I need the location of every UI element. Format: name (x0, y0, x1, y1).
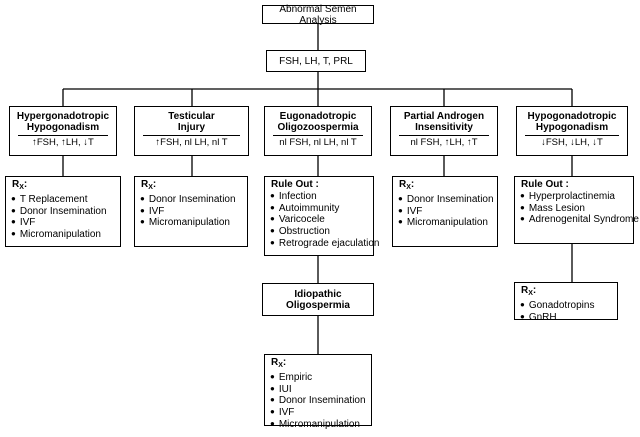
treatment-list: Gonadotropins GnRH (515, 300, 617, 323)
rx-label: RX: (12, 179, 28, 191)
list-item: Micromanipulation (11, 229, 120, 241)
root-box: Abnormal Semen Analysis (262, 3, 374, 26)
treatment-box-partial-androgen: RX: Donor Insemination IVF Micromanipula… (392, 176, 498, 247)
list-item: Obstruction (270, 226, 373, 238)
list-item: IUI (270, 384, 371, 396)
list-item: IVF (270, 407, 371, 419)
hormone-profile: ↓FSH, ↓LH, ↓T (525, 135, 619, 148)
list-item: Gonadotropins (520, 300, 617, 312)
list-item: IVF (398, 206, 497, 218)
ruleout-list: Hyperprolactinemia Mass Lesion Adrenogen… (515, 191, 639, 226)
root-label: Abnormal Semen Analysis (279, 3, 357, 26)
list-item: Donor Insemination (270, 395, 371, 407)
rx-label: RX: (271, 357, 287, 369)
list-item: Mass Lesion (520, 203, 633, 215)
treatment-list: Donor Insemination IVF Micromanipulation (135, 194, 247, 229)
list-item: Micromanipulation (398, 217, 497, 229)
list-item: Hyperprolactinemia (520, 191, 633, 203)
ruleout-label: Rule Out : (271, 179, 319, 190)
treatment-list: T Replacement Donor Insemination IVF Mic… (6, 194, 120, 241)
labs-label: FSH, LH, T, PRL (279, 55, 353, 67)
rx-label: RX: (141, 179, 157, 191)
ruleout-list: Infection Autoimmunity Varicocele Obstru… (265, 191, 380, 250)
treatment-box-testicular-injury: RX: Donor Insemination IVF Micromanipula… (134, 176, 248, 247)
labs-box: FSH, LH, T, PRL (266, 50, 366, 72)
hormone-profile: ↑FSH, nl LH, nl T (143, 135, 240, 148)
list-item: IVF (11, 217, 120, 229)
list-item: Micromanipulation (140, 217, 247, 229)
list-item: IVF (140, 206, 247, 218)
list-item: Donor Insemination (398, 194, 497, 206)
hormone-profile: nl FSH, nl LH, nl T (273, 135, 363, 148)
list-item: Autoimmunity (270, 203, 373, 215)
ruleout-label: Rule Out : (521, 179, 569, 190)
list-item: T Replacement (11, 194, 120, 206)
list-item: GnRH (520, 312, 617, 324)
hormone-profile: ↑FSH, ↑LH, ↓T (18, 135, 108, 148)
rx-label: RX: (399, 179, 415, 191)
list-item: Infection (270, 191, 373, 203)
list-item: Donor Insemination (140, 194, 247, 206)
idiopathic-box: Idiopathic Oligospermia (262, 283, 374, 316)
list-item: Adrenogenital Syndrome (520, 214, 639, 226)
idiopathic-label: Idiopathic Oligospermia (286, 288, 350, 311)
list-item: Empiric (270, 372, 371, 384)
treatment-box-eugonadotropic: RX: Empiric IUI Donor Insemination IVF M… (264, 354, 372, 430)
list-item: Varicocele (270, 214, 373, 226)
hormone-profile: nl FSH, ↑LH, ↑T (399, 135, 489, 148)
ruleout-box-eugonadotropic: Rule Out : Infection Autoimmunity Varico… (264, 176, 380, 256)
ruleout-box-hypogonadotropic: Rule Out : Hyperprolactinemia Mass Lesio… (514, 176, 639, 244)
rx-label: RX: (521, 285, 537, 297)
treatment-box-hypogonadotropic: RX: Gonadotropins GnRH (514, 282, 618, 323)
list-item: Donor Insemination (11, 206, 120, 218)
treatment-box-hypergonadotropic: RX: T Replacement Donor Insemination IVF… (5, 176, 121, 247)
treatment-list: Empiric IUI Donor Insemination IVF Micro… (265, 372, 371, 431)
list-item: Micromanipulation (270, 419, 371, 431)
treatment-list: Donor Insemination IVF Micromanipulation (393, 194, 497, 229)
list-item: Retrograde ejaculation (270, 238, 380, 250)
